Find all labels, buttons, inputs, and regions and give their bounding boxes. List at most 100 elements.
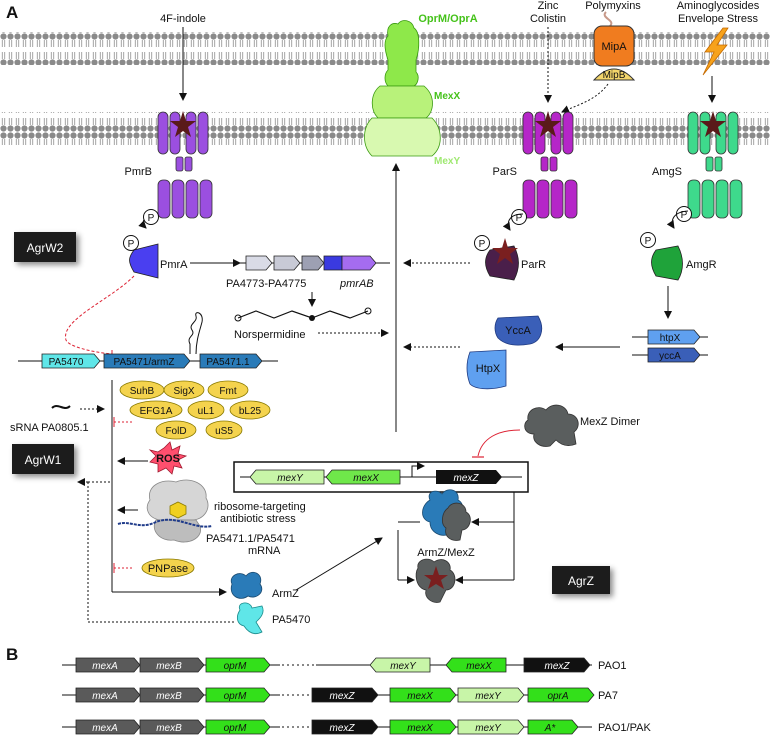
armz-mexz-label: ArmZ/MexZ	[417, 547, 475, 559]
srna-squiggle-icon	[51, 405, 71, 409]
panel-b-gene-label: mexY	[390, 661, 417, 672]
pars-signal-star-icon	[535, 111, 561, 137]
bubble-bl25	[229, 400, 271, 420]
armz-gene	[103, 353, 191, 369]
panel-b-gene-oprM	[205, 657, 271, 673]
panel-b-gene-mexy	[457, 687, 525, 703]
mrna-label2: mRNA	[248, 545, 281, 557]
panel-b-gene-mexB	[139, 687, 205, 703]
panel-b-gene-label: A*	[544, 723, 557, 734]
mipb-label: MipB	[603, 70, 626, 81]
promoter-arrow-icon	[411, 462, 425, 477]
panel-b-strain-label: PAO1	[598, 660, 627, 672]
panel-b-gene-label: mexA	[92, 723, 118, 734]
bubble-ul1	[187, 400, 225, 420]
signal-aminoglycosides: Aminoglycosides	[677, 0, 760, 12]
mexx-gene	[325, 469, 401, 485]
parr-star-icon	[492, 238, 518, 264]
panel-b-gene-label: mexX	[407, 723, 433, 734]
ros-label: ROS	[156, 453, 180, 465]
armz-gene-label: PA5471/armZ	[114, 357, 175, 368]
pa5470-protein	[236, 602, 264, 634]
mexx-label: MexX	[434, 91, 460, 102]
panel-b-gene-mexz	[311, 719, 379, 735]
ros-burst-icon	[148, 441, 188, 475]
bubble-efg1a	[129, 400, 183, 420]
parr-p-label: P	[479, 239, 486, 250]
mexx-gene-label: mexX	[353, 473, 379, 484]
mipb-protein	[592, 68, 636, 81]
agrw1-label: AgrW1	[25, 453, 62, 467]
pa5471-1-gene	[199, 353, 263, 369]
agrw1-box	[12, 444, 74, 474]
agrw2-label: AgrW2	[27, 241, 64, 255]
pars-p-label: P	[516, 213, 523, 224]
htpx-protein	[466, 349, 507, 390]
amgr-p-label: P	[645, 236, 652, 247]
pnpase-label: PNPase	[148, 563, 188, 575]
mexz-repression-arc	[477, 429, 521, 457]
lightning-icon	[702, 27, 729, 76]
oprm-opra-label: OprM/OprA	[418, 13, 477, 25]
panel-b-gene-label: mexX	[466, 661, 492, 672]
panel-b-gene-mexA	[75, 657, 141, 673]
mexz-dimer-protein	[524, 404, 579, 447]
pmra-regulator	[129, 243, 159, 279]
panel-b-gene-mexz	[311, 687, 379, 703]
panel-b-gene-opra	[527, 687, 595, 703]
signal-envelope-stress: Envelope Stress	[678, 13, 759, 25]
bubble-label: SigX	[173, 386, 194, 397]
mipa-label: MipA	[601, 41, 627, 53]
agrw2-box	[14, 232, 76, 262]
ribo-stress-label1: ribosome-targeting	[214, 501, 306, 513]
panel-b-gene-oprM	[205, 687, 271, 703]
ribo-stress-label2: antibiotic stress	[220, 513, 296, 525]
amgr-phosphate	[640, 232, 656, 248]
htpx-gene	[647, 329, 701, 345]
panel-b-gene-label: mexA	[92, 661, 118, 672]
ribosome	[146, 479, 209, 543]
panel-b-gene-label: mexB	[156, 661, 182, 672]
pa5470-gene-label: PA5470	[49, 357, 84, 368]
norspermidine-structure	[237, 310, 369, 319]
bubble-label: FolD	[165, 426, 186, 437]
pars-label: ParS	[493, 166, 517, 178]
pmra-label: PmrA	[160, 259, 188, 271]
pa5471-1-gene-label: PA5471.1	[206, 357, 250, 368]
parr-regulator	[485, 245, 519, 281]
panel-b-gene-mexx	[389, 719, 457, 735]
panel-b-gene-mexz	[523, 657, 591, 673]
bubble-label: uS5	[215, 426, 233, 437]
ycca-protein	[494, 315, 543, 346]
bubble-label: SuhB	[130, 386, 155, 397]
pars-phospho-arrow	[502, 213, 524, 231]
bubble-sigx	[163, 380, 205, 400]
signal-4f-indole: 4F-indole	[160, 13, 206, 25]
norsper-n-atom	[309, 315, 315, 321]
panel-b-label: B	[6, 645, 18, 664]
pmra-phosphate	[123, 235, 139, 251]
bubble-fmt	[207, 380, 249, 400]
panel-b-gene-oprM	[205, 719, 271, 735]
panel-b-gene-mexy	[369, 657, 431, 673]
armz-label: ArmZ	[272, 588, 299, 600]
panel-b-gene-mexA	[75, 687, 141, 703]
panel-b-gene-astar	[527, 719, 579, 735]
bubble-label: EFG1A	[140, 406, 173, 417]
panel-b-gene-label: oprM	[224, 723, 247, 734]
mexz-gene	[436, 470, 502, 484]
mexy-label: MexY	[434, 156, 460, 167]
mexxy-oprm-pump	[364, 20, 441, 157]
panel-b-gene-label: mexZ	[330, 691, 356, 702]
panel-b-gene-label: mexA	[92, 691, 118, 702]
panel-b-gene-label: mexX	[407, 691, 433, 702]
mexy-gene-label: mexY	[277, 473, 304, 484]
signal-colistin: Colistin	[530, 13, 566, 25]
pmrab-operon	[245, 255, 377, 271]
pmra-repression-arc	[65, 275, 135, 355]
amgs-label: AmgS	[652, 166, 682, 178]
mexz-in-complex	[442, 502, 471, 541]
